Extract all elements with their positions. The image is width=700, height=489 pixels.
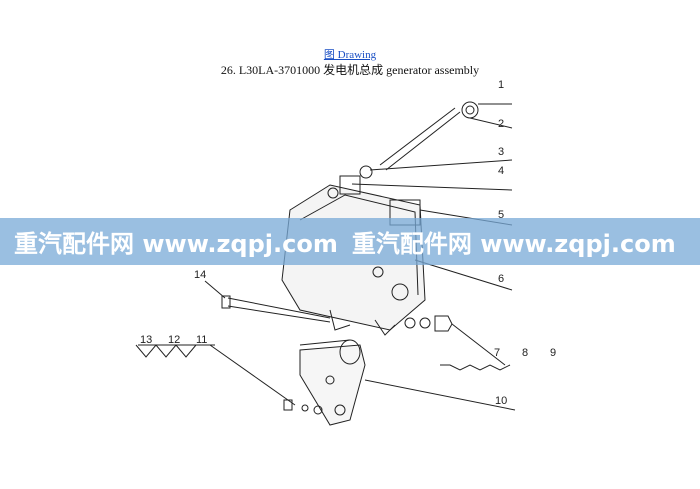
watermark-banner: 重汽配件网 www.zqpj.com 重汽配件网 www.zqpj.com — [0, 218, 700, 265]
callout-3: 3 — [498, 146, 504, 158]
drawing-link[interactable]: 图 Drawing — [323, 49, 377, 61]
callout-14: 14 — [194, 269, 206, 281]
callout-4: 4 — [498, 165, 504, 177]
callout-2: 2 — [498, 118, 504, 130]
callout-10: 10 — [495, 395, 507, 407]
callout-12: 12 — [168, 334, 180, 346]
page-title: 26. L30LA-3701000 发电机总成 generator assemb… — [220, 63, 480, 77]
callout-9: 9 — [550, 347, 556, 359]
callout-6: 6 — [498, 273, 504, 285]
callout-1: 1 — [498, 79, 504, 91]
callout-7: 7 — [494, 347, 500, 359]
callout-5: 5 — [498, 209, 504, 221]
callout-8: 8 — [522, 347, 528, 359]
watermark-text: 重汽配件网 www.zqpj.com — [14, 230, 338, 258]
watermark-text: 重汽配件网 www.zqpj.com — [351, 230, 676, 258]
callout-11: 11 — [196, 334, 207, 346]
callout-13: 13 — [140, 334, 152, 346]
